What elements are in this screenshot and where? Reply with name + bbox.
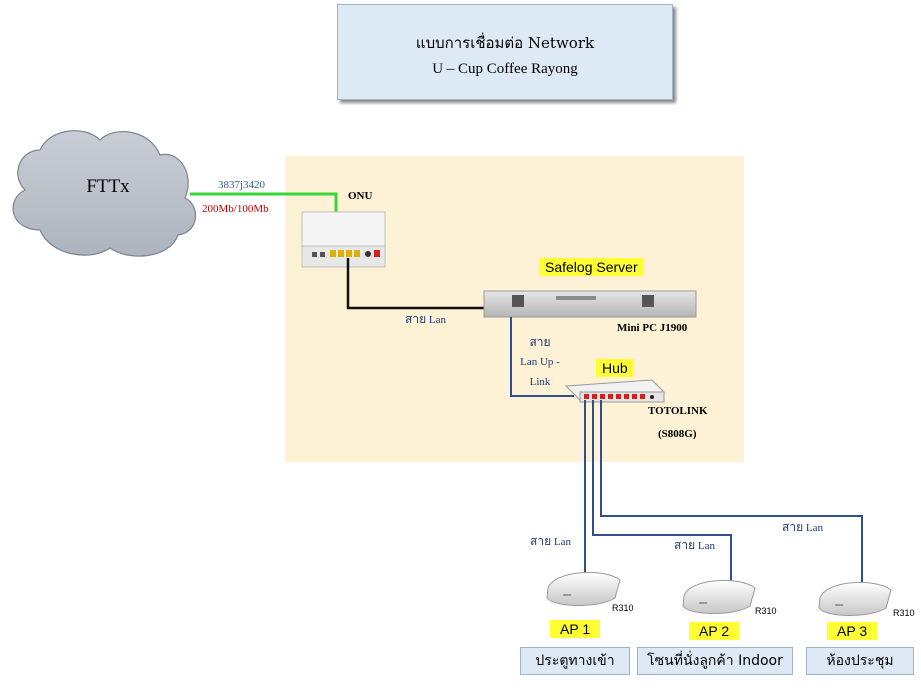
title-line-2: U – Cup Coffee Rayong (432, 61, 578, 77)
internet-label: FTTx (86, 176, 130, 197)
lan-label-ap1-en: Lan (553, 536, 571, 548)
server-device (483, 290, 697, 318)
lan-label-ap3-thai: สาย (782, 520, 804, 534)
ap3-label: AP 3 (827, 622, 878, 640)
uplink-thai: สาย (529, 335, 551, 349)
hub-brand: TOTOLINK (648, 405, 708, 417)
lan-label-ap1-thai: สาย (530, 534, 552, 548)
zone-ap3: ห้องประชุม (806, 647, 914, 675)
lan-label-ap2: สาย Lan (674, 536, 715, 555)
lan-en: Lan (428, 314, 446, 326)
lan-line-ap3 (600, 400, 863, 584)
speed-label: 200Mb/100Mb (202, 203, 269, 215)
uplink-line (510, 317, 574, 397)
server-title: Safelog Server (539, 258, 644, 276)
access-point-3 (818, 581, 892, 616)
onu-device (301, 211, 386, 268)
lan-label-ap1: สาย Lan (530, 532, 571, 551)
hub-model: (S808G) (658, 428, 697, 440)
zone-ap2: โซนที่นั่งลูกค้า Indoor (637, 647, 793, 675)
hub-device (564, 379, 666, 403)
access-point-1 (546, 571, 621, 606)
uplink-line-2: Link (529, 376, 551, 388)
ap3-model: R310 (893, 608, 915, 618)
ap2-label: AP 2 (689, 622, 740, 640)
onu-server-lan-label: สาย Lan (405, 310, 446, 329)
hub-title: Hub (596, 359, 634, 377)
lan-thai: สาย (405, 312, 427, 326)
ap2-model: R310 (755, 606, 777, 616)
lan-label-ap3-en: Lan (805, 522, 823, 534)
onu-label: ONU (348, 190, 373, 202)
onu-server-line (346, 258, 486, 310)
title-box: แบบการเชื่อมต่อ Network U – Cup Coffee R… (337, 4, 673, 100)
internet-cloud (12, 130, 197, 257)
lan-line-ap2 (592, 400, 732, 583)
lan-label-ap2-en: Lan (697, 540, 715, 552)
circuit-id: 3837j3420 (218, 179, 266, 191)
title-line-1: แบบการเชื่อมต่อ Network (415, 34, 595, 52)
ap1-model: R310 (612, 603, 634, 613)
access-point-2 (682, 579, 756, 614)
lan-label-ap3: สาย Lan (782, 518, 823, 537)
lan-label-ap2-thai: สาย (674, 538, 696, 552)
server-model: Mini PC J1900 (617, 322, 688, 334)
zone-ap1: ประตูทางเข้า (520, 647, 630, 675)
ap1-label: AP 1 (550, 620, 601, 638)
uplink-label: สาย Lan Up - Link (518, 332, 562, 392)
uplink-line-1: Lan Up - (520, 356, 560, 368)
fiber-line (190, 192, 338, 214)
